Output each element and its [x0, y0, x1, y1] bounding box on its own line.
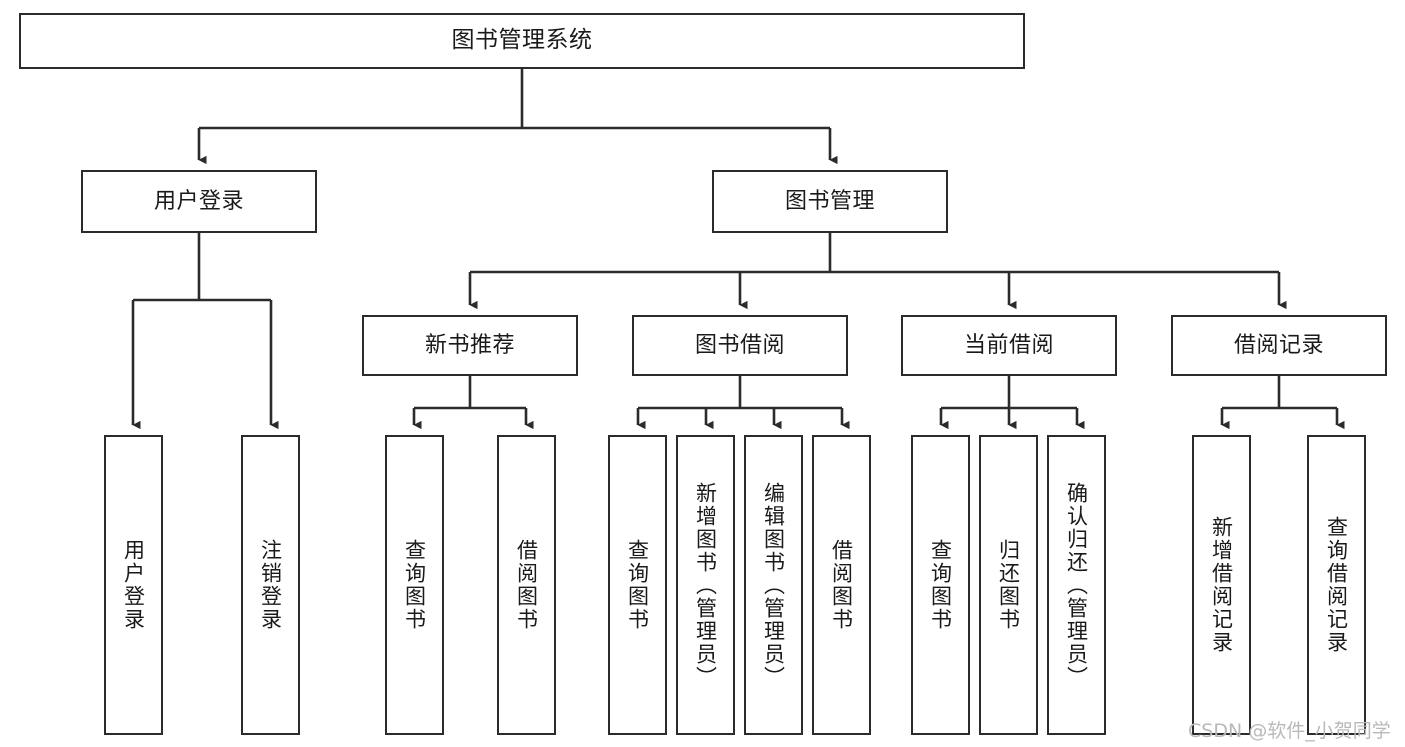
leaf-current-query-book[interactable]: 查询图书	[911, 435, 970, 735]
node-label: 图书管理系统	[451, 27, 593, 54]
node-user-login[interactable]: 用户登录	[81, 170, 317, 233]
node-current-borrow[interactable]: 当前借阅	[901, 315, 1117, 376]
node-label: 归还图书	[996, 539, 1021, 631]
node-book-borrow[interactable]: 图书借阅	[632, 315, 848, 376]
node-label: 图书借阅	[694, 332, 785, 358]
node-label: 当前借阅	[963, 332, 1054, 358]
node-label: 查询图书	[402, 539, 427, 631]
leaf-record-add[interactable]: 新增借阅记录	[1192, 435, 1251, 735]
leaf-current-confirm-return[interactable]: 确认归还（管理员）	[1047, 435, 1106, 735]
node-label: 注销登录	[258, 539, 283, 631]
watermark: CSDN @软件_小贺同学	[1188, 720, 1391, 742]
node-label: 查询图书	[625, 539, 650, 631]
node-label: 借阅记录	[1233, 332, 1324, 358]
node-book-management[interactable]: 图书管理	[712, 170, 948, 233]
node-label: 查询借阅记录	[1324, 516, 1349, 654]
node-label: 新书推荐	[424, 332, 515, 358]
node-borrow-record[interactable]: 借阅记录	[1171, 315, 1387, 376]
leaf-borrow-add-book[interactable]: 新增图书（管理员）	[676, 435, 735, 735]
node-label: 新增借阅记录	[1209, 516, 1234, 654]
leaf-borrow-borrow-book[interactable]: 借阅图书	[812, 435, 871, 735]
node-label: 借阅图书	[514, 539, 539, 631]
node-label: 用户登录	[121, 539, 146, 631]
node-root-system[interactable]: 图书管理系统	[19, 13, 1025, 69]
leaf-borrow-query-book[interactable]: 查询图书	[608, 435, 667, 735]
leaf-user-login-login[interactable]: 用户登录	[104, 435, 163, 735]
leaf-user-login-logout[interactable]: 注销登录	[241, 435, 300, 735]
leaf-borrow-edit-book[interactable]: 编辑图书（管理员）	[744, 435, 803, 735]
leaf-current-return-book[interactable]: 归还图书	[979, 435, 1038, 735]
node-label: 借阅图书	[829, 539, 854, 631]
node-label: 确认归还（管理员）	[1064, 481, 1089, 689]
node-label: 新增图书（管理员）	[693, 481, 718, 689]
node-label: 图书管理	[784, 188, 875, 214]
node-label: 用户登录	[153, 188, 244, 214]
leaf-new-book-borrow[interactable]: 借阅图书	[497, 435, 556, 735]
leaf-record-query[interactable]: 查询借阅记录	[1307, 435, 1366, 735]
node-new-book-recommend[interactable]: 新书推荐	[362, 315, 578, 376]
node-label: 编辑图书（管理员）	[761, 481, 786, 689]
leaf-new-book-query[interactable]: 查询图书	[385, 435, 444, 735]
node-label: 查询图书	[928, 539, 953, 631]
